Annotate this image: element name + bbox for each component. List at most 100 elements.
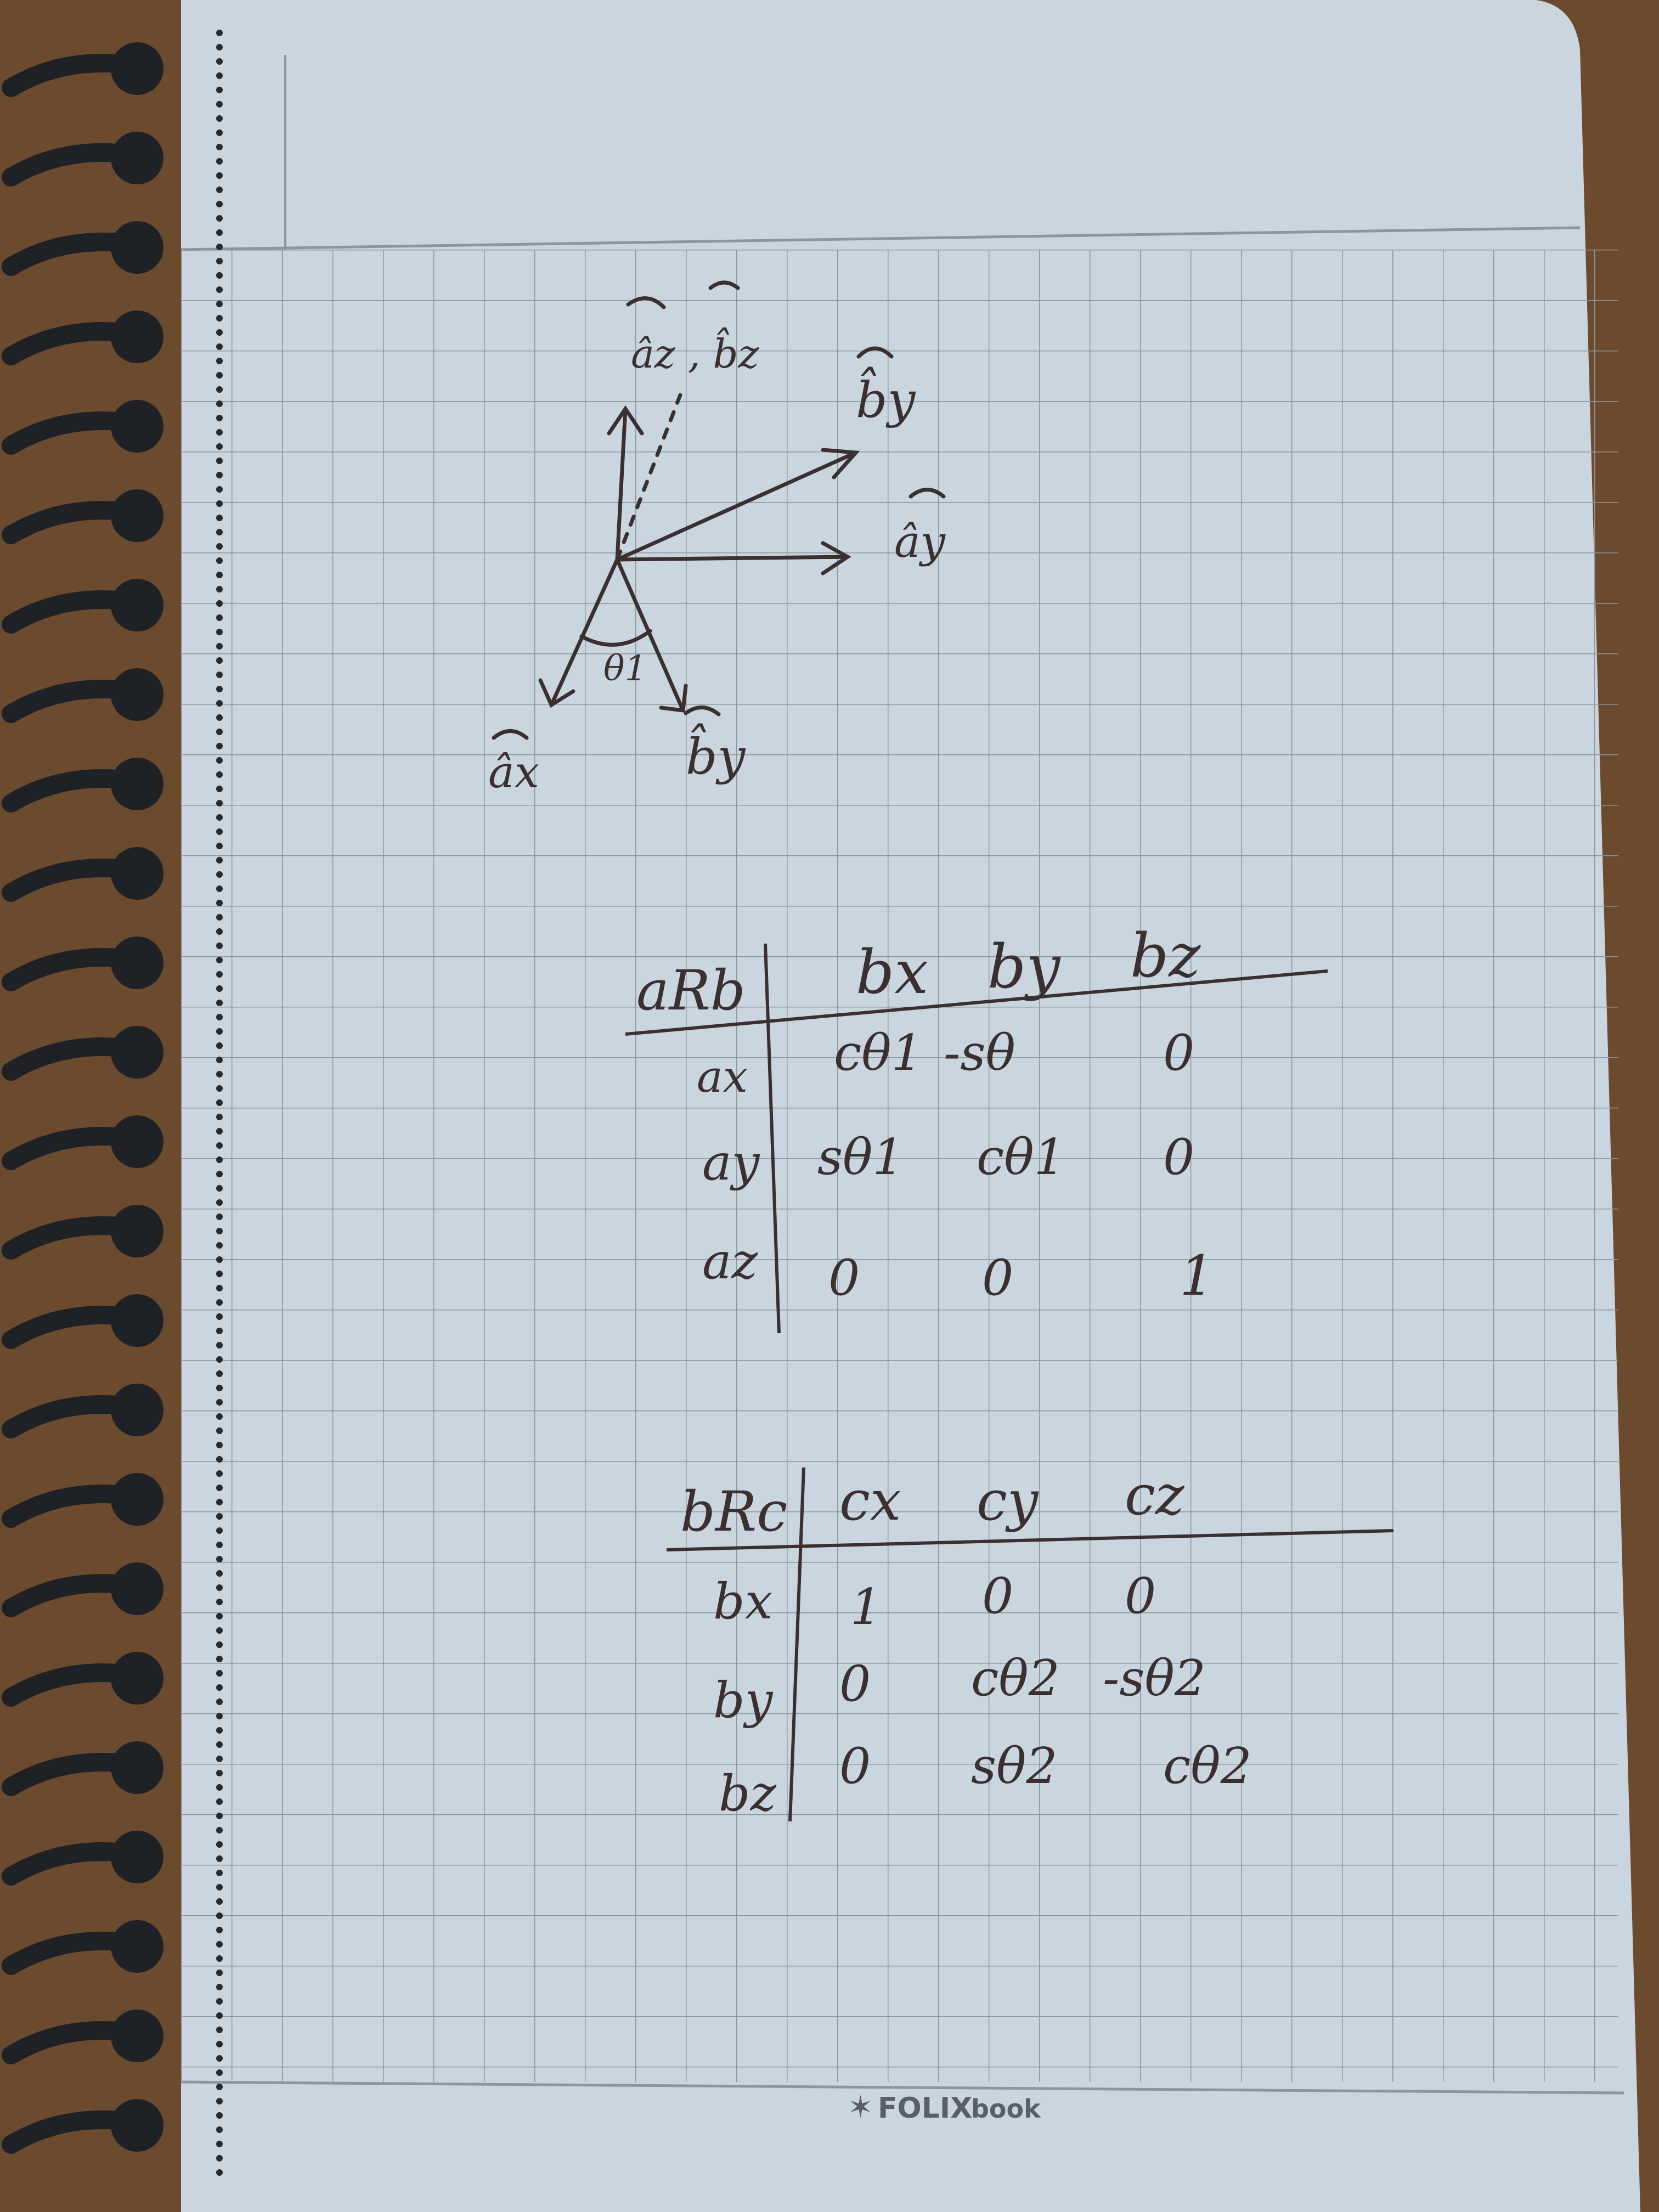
- perforation-dot: [216, 1456, 223, 1463]
- perforation-dot: [216, 771, 223, 778]
- perforation-dot: [216, 72, 223, 79]
- hat-bx: [684, 706, 721, 716]
- perforation-dot: [216, 144, 223, 150]
- perforation-dot: [216, 329, 223, 336]
- perforation-dot: [216, 943, 223, 949]
- brand-name: FOLIX: [878, 2092, 972, 2125]
- perforation-dot: [216, 871, 223, 878]
- perforation-dot: [216, 1841, 223, 1848]
- perforation-dot: [216, 957, 223, 963]
- perforation-dot: [216, 1513, 223, 1520]
- matrix-a-cell-1-2: -sθ: [944, 1024, 1015, 1082]
- label-theta1: θ1: [603, 648, 647, 689]
- spiral-ring: [2, 42, 163, 97]
- perforation-dot: [216, 415, 223, 421]
- perforation-dot: [216, 2012, 223, 2019]
- perforation-dot: [216, 1813, 223, 1819]
- perforation-dot: [216, 1542, 223, 1548]
- perforation-dot: [216, 1998, 223, 2005]
- perforation-dot: [216, 1884, 223, 1891]
- label-by-bottom: b̂y: [686, 723, 746, 786]
- theta1-arc: [579, 629, 652, 647]
- matrix-b-cell-2-3: -sθ2: [1103, 1650, 1206, 1707]
- spiral-ring: [2, 400, 163, 455]
- perforation-dot: [216, 629, 223, 635]
- spiral-ring: [2, 847, 163, 902]
- matrix-b-cell-3-2: sθ2: [971, 1737, 1058, 1795]
- frame-diagram: [492, 280, 946, 740]
- perforation-dot: [216, 1171, 223, 1177]
- perforation-dot: [216, 201, 223, 207]
- perforation-dot: [216, 1413, 223, 1420]
- matrix-b-cell-1-3: 0: [1125, 1567, 1156, 1625]
- perforation-dot: [216, 2155, 223, 2162]
- perforation-dot: [216, 1727, 223, 1734]
- perforation-dot: [216, 1684, 223, 1691]
- matrix-a-cell-1-1: cθ1: [834, 1024, 923, 1082]
- perforation-dot: [216, 515, 223, 521]
- perforation-dot: [216, 1000, 223, 1006]
- perforation-dot: [216, 1570, 223, 1577]
- perforation-dot: [216, 1313, 223, 1320]
- perforation-dot: [216, 272, 223, 279]
- perforation-dot: [216, 1042, 223, 1049]
- perforation-dot: [216, 1442, 223, 1448]
- matrix-b-cell-3-1: 0: [839, 1737, 871, 1795]
- perforation-dot: [216, 729, 223, 735]
- perforation-dot: [216, 1955, 223, 1962]
- perforation-dot: [216, 928, 223, 935]
- perforation-dot: [216, 614, 223, 621]
- spiral-ring: [2, 1562, 163, 1617]
- spiral-ring: [2, 489, 163, 544]
- perforation-dot: [216, 757, 223, 764]
- perforation-dot: [216, 1214, 223, 1220]
- perforation-dot: [216, 1114, 223, 1120]
- perforation-dot: [216, 1299, 223, 1306]
- perforation-dot: [216, 1984, 223, 1990]
- perforation-dot: [216, 87, 223, 93]
- perforation-dot: [216, 172, 223, 179]
- perforation-dot: [216, 1256, 223, 1263]
- perforation-dot: [216, 472, 223, 478]
- perforation-dot: [216, 343, 223, 350]
- spiral-ring: [2, 311, 163, 365]
- perforation-dot: [216, 1670, 223, 1677]
- perforation-dot: [216, 187, 223, 193]
- matrix-a-cell-3-2: 0: [982, 1249, 1013, 1307]
- perforation-dot: [216, 985, 223, 992]
- perforation-dot: [216, 914, 223, 921]
- perforation-dot: [216, 358, 223, 364]
- perforation-dot: [216, 1085, 223, 1092]
- brand-star-icon: ✶: [848, 2090, 873, 2125]
- perforation-dot: [216, 843, 223, 849]
- perforation-dot: [216, 58, 223, 65]
- matrix-b-col-2: cy: [977, 1469, 1039, 1533]
- perforation-dot: [216, 315, 223, 321]
- perforation-dot: [216, 2141, 223, 2147]
- perforation-dot: [216, 286, 223, 293]
- perforation-dot: [216, 1827, 223, 1833]
- hat-ax: [492, 729, 529, 740]
- perforation-dot: [216, 786, 223, 792]
- perforation-dot: [216, 1342, 223, 1348]
- spiral-ring: [2, 1920, 163, 1975]
- perforation-dot: [216, 400, 223, 407]
- matrix-b-hline: [666, 1529, 1394, 1551]
- perforation-dot: [216, 672, 223, 678]
- spiral-ring: [2, 668, 163, 723]
- matrix-b-col-3: cz: [1125, 1463, 1185, 1527]
- perforation-dot: [216, 1784, 223, 1791]
- grid-paper: [181, 250, 1618, 2082]
- perforation-dot: [216, 258, 223, 264]
- spiral-ring: [2, 1652, 163, 1707]
- perforation-dot: [216, 1599, 223, 1605]
- spiral-ring: [2, 758, 163, 812]
- perforation-dot: [216, 1485, 223, 1491]
- matrix-a-col-2: by: [988, 932, 1061, 1002]
- perforation-dot: [216, 543, 223, 550]
- perforation-dot: [216, 1427, 223, 1434]
- perforation-dot: [216, 386, 223, 393]
- matrix-a-cell-1-3: 0: [1163, 1024, 1194, 1082]
- perforation-dot: [216, 1912, 223, 1919]
